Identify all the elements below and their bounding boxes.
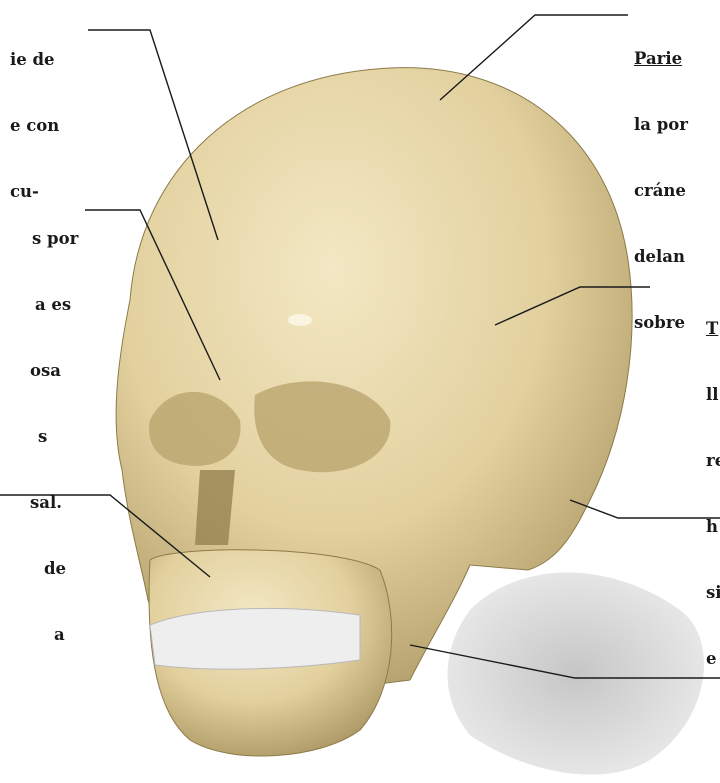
label-nasal-line: de [44,558,78,580]
label-parietal-title: Parie [634,48,688,70]
cast-shadow [448,573,705,775]
nasal-cavity [195,470,235,545]
label-temporal-title: T [706,318,720,340]
label-temporal-line: re [706,450,720,472]
label-nasal-line: s por [32,228,78,250]
leader-line-zygomatic [570,500,720,518]
teeth [150,608,360,669]
label-parietal-line: sobre [634,312,688,334]
label-frontal-line: ie de [10,49,59,71]
label-nasal: s por a es osa s sal. de a [10,184,78,690]
label-temporal-line: e [706,648,720,670]
label-temporal-line: si [706,582,720,604]
label-nasal-line: a [54,624,78,646]
label-temporal: T ll re h si e [706,274,720,714]
label-temporal-line: h [706,516,720,538]
label-nasal-line: a es [35,294,78,316]
forehead-highlight [288,314,312,326]
label-temporal-line: ll [706,384,720,406]
label-nasal-line: s [38,426,78,448]
label-parietal: Parie la por cráne delan sobre [634,4,688,378]
label-nasal-line: sal. [30,492,78,514]
label-parietal-line: la por [634,114,688,136]
label-frontal-line: e con [10,115,59,137]
label-parietal-line: cráne [634,180,688,202]
label-nasal-line: osa [30,360,78,382]
label-parietal-line: delan [634,246,688,268]
